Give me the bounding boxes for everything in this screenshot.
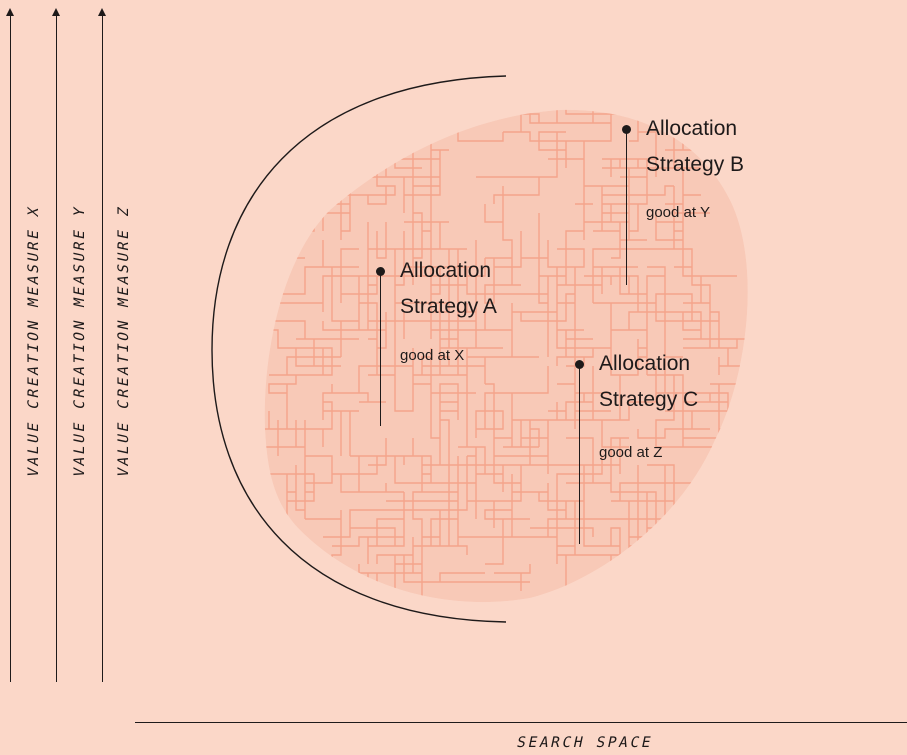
arrow-up-icon [98,8,106,16]
arrow-up-icon [6,8,14,16]
strategy-a-stem [380,271,382,426]
strategy-c-note: good at Z [599,444,663,461]
strategy-c-dot [575,360,584,369]
value-axis-y-line [52,8,60,682]
strategy-b-stem [626,129,628,285]
value-axis-z-line [98,8,106,682]
search-space-axis-line [135,722,907,723]
boundary-arc [211,75,507,623]
strategy-b-dot [622,125,631,134]
strategy-a-note: good at X [400,347,465,364]
arrow-up-icon [52,8,60,16]
maze-texture [264,109,748,603]
strategy-b-note: good at Y [646,204,710,221]
value-axis-x-line [6,8,14,682]
strategy-c-stem [579,364,581,544]
strategy-a-dot [376,267,385,276]
